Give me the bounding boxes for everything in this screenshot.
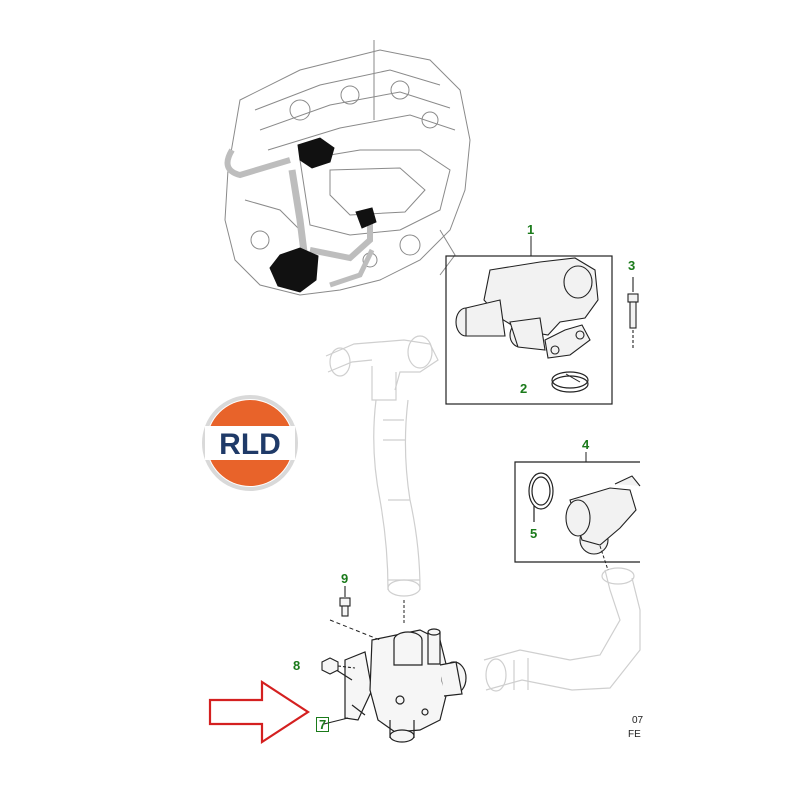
nut-8 [321,657,356,675]
rld-logo [202,395,298,491]
o-ring-5 [528,472,554,522]
engine-assembly [224,40,471,296]
callout-2: 2 [520,381,528,396]
callout-4: 4 [582,437,590,452]
thermostat-housing [455,257,599,359]
callout-5: 5 [530,526,538,541]
bolt-9 [329,586,381,641]
callout-9: 9 [341,571,349,586]
bolt-3 [627,277,639,348]
outlet-connector [565,475,641,555]
corner-ref-line2: FE [628,729,641,740]
detail-box-1 [445,236,613,405]
engine-highlight-parts [269,137,377,293]
detail-box-4 [514,452,640,563]
rld-logo-text: RLD [219,428,281,461]
corner-ref-line1: 07 [632,715,644,726]
seal-ring-2 [551,371,589,393]
coolant-hoses [325,335,641,692]
callout-3: 3 [628,258,636,273]
callout-1: 1 [527,222,535,237]
highlight-arrow [208,679,311,745]
coolant-outlet-7 [329,628,467,743]
callout-7: 7 [316,717,330,732]
callout-8: 8 [293,658,301,673]
